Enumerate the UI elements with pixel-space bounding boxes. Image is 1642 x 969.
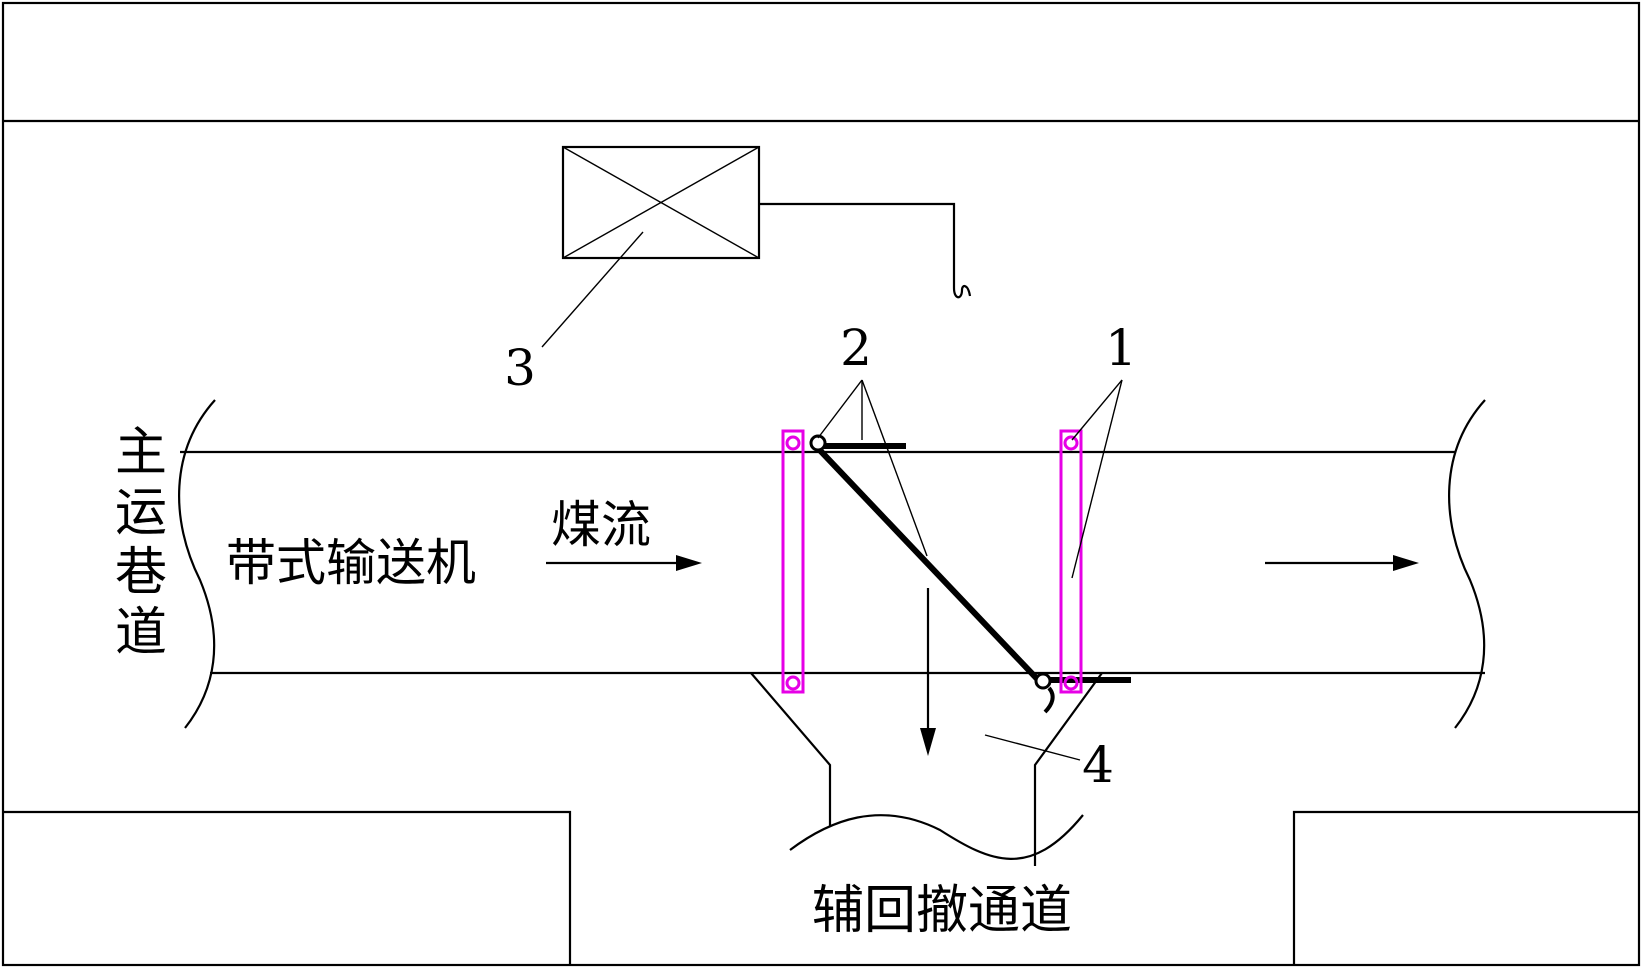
leader-1b: [1071, 379, 1123, 579]
bottom-left-block: [3, 810, 572, 965]
callout-4: 4: [1082, 736, 1114, 794]
left-break-curve: [178, 399, 216, 729]
conveyor-label: 带式输送机: [226, 534, 476, 592]
control-cable: [759, 202, 972, 299]
top-pivot-icon: [809, 434, 827, 452]
control-box: [561, 145, 761, 260]
callout-2: 2: [840, 319, 872, 377]
divert-arrow-down: [920, 588, 936, 756]
main-roadway-label: 主 运 巷 道: [115, 423, 167, 663]
sensor-right-top-dot: [1063, 435, 1079, 451]
leader-2a: [817, 379, 863, 439]
sensor-left-bottom-dot: [785, 675, 801, 691]
main-roadway-char: 主: [115, 423, 167, 483]
chute-left-wall: [750, 672, 832, 826]
sensor-left-top-dot: [785, 435, 801, 451]
right-break-curve: [1448, 399, 1486, 729]
main-roadway-char: 巷: [115, 543, 167, 603]
aux-passage-label: 辅回撤通道: [812, 881, 1072, 941]
leader-1a: [1071, 379, 1123, 441]
leader-4: [984, 734, 1081, 761]
bottom-hook-icon: [1043, 686, 1055, 714]
chute-right-wall: [1033, 672, 1103, 866]
leader-3: [541, 231, 644, 348]
diverter-arm: [810, 440, 1044, 686]
sensor-right-bottom-dot: [1063, 675, 1079, 691]
coal-flow-label: 煤流: [551, 496, 651, 554]
bottom-pivot-icon: [1034, 672, 1052, 690]
sensor-left: [781, 429, 805, 694]
leader-2c: [861, 379, 928, 557]
coal-flow-arrow-left: [546, 555, 702, 571]
bottom-right-block: [1292, 810, 1639, 965]
main-roadway-char: 道: [115, 603, 167, 663]
callout-1: 1: [1105, 319, 1137, 377]
control-box-cross-b: [562, 146, 760, 259]
main-roadway-char: 运: [115, 483, 167, 543]
callout-3: 3: [504, 339, 536, 397]
aux-passage-break-curve: [789, 814, 1084, 860]
sensor-right: [1059, 429, 1083, 694]
coal-flow-arrow-right: [1265, 555, 1419, 571]
